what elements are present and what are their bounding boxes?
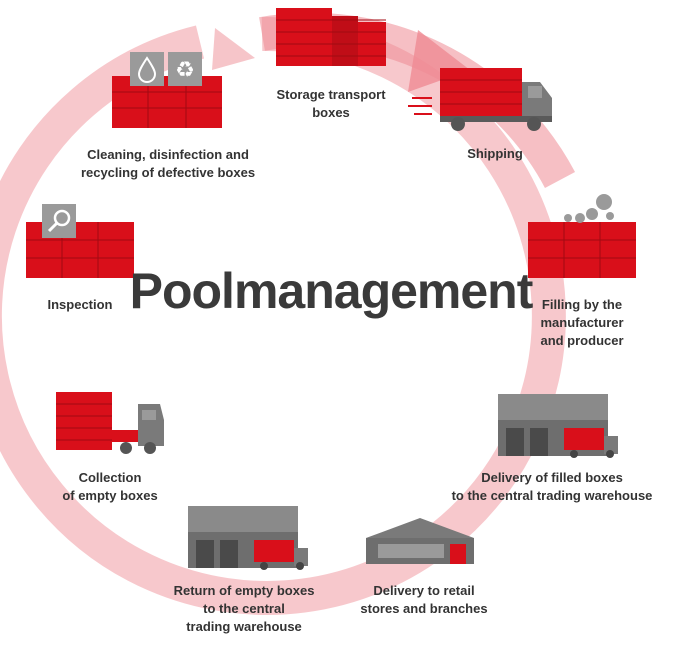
label-shipping: Shipping — [467, 146, 523, 161]
recycle-icon: ♻ — [168, 52, 202, 86]
warehouse-filled — [498, 394, 618, 458]
shipping-truck — [408, 68, 552, 131]
collection-truck — [56, 392, 164, 454]
label-return-empty: Return of empty boxes to the central tra… — [173, 583, 315, 634]
label-delivery-retail: Delivery to retail stores and branches — [360, 583, 488, 616]
storage-boxes — [276, 8, 386, 66]
label-cleaning: Cleaning, disinfection and recycling of … — [80, 147, 256, 180]
label-collection: Collection of empty boxes — [62, 470, 158, 503]
warehouse-empty — [188, 506, 308, 570]
cycle-arrow-tail — [212, 28, 255, 70]
label-storage: Storage transport boxes — [276, 87, 386, 120]
svg-text:♻: ♻ — [175, 58, 195, 83]
cycle-arrow-head — [408, 30, 470, 92]
cleaning-boxes — [112, 76, 222, 128]
magnifier-icon — [42, 204, 76, 238]
retail-store — [366, 518, 474, 564]
label-inspection: Inspection — [47, 297, 113, 312]
water-drop-icon — [130, 52, 164, 86]
label-delivery-filled: Delivery of filled boxes to the central … — [451, 470, 653, 503]
filling-box — [528, 194, 636, 278]
label-filling: Filling by the manufacturer and producer — [540, 297, 624, 348]
diagram-title: Poolmanagement — [129, 263, 534, 319]
